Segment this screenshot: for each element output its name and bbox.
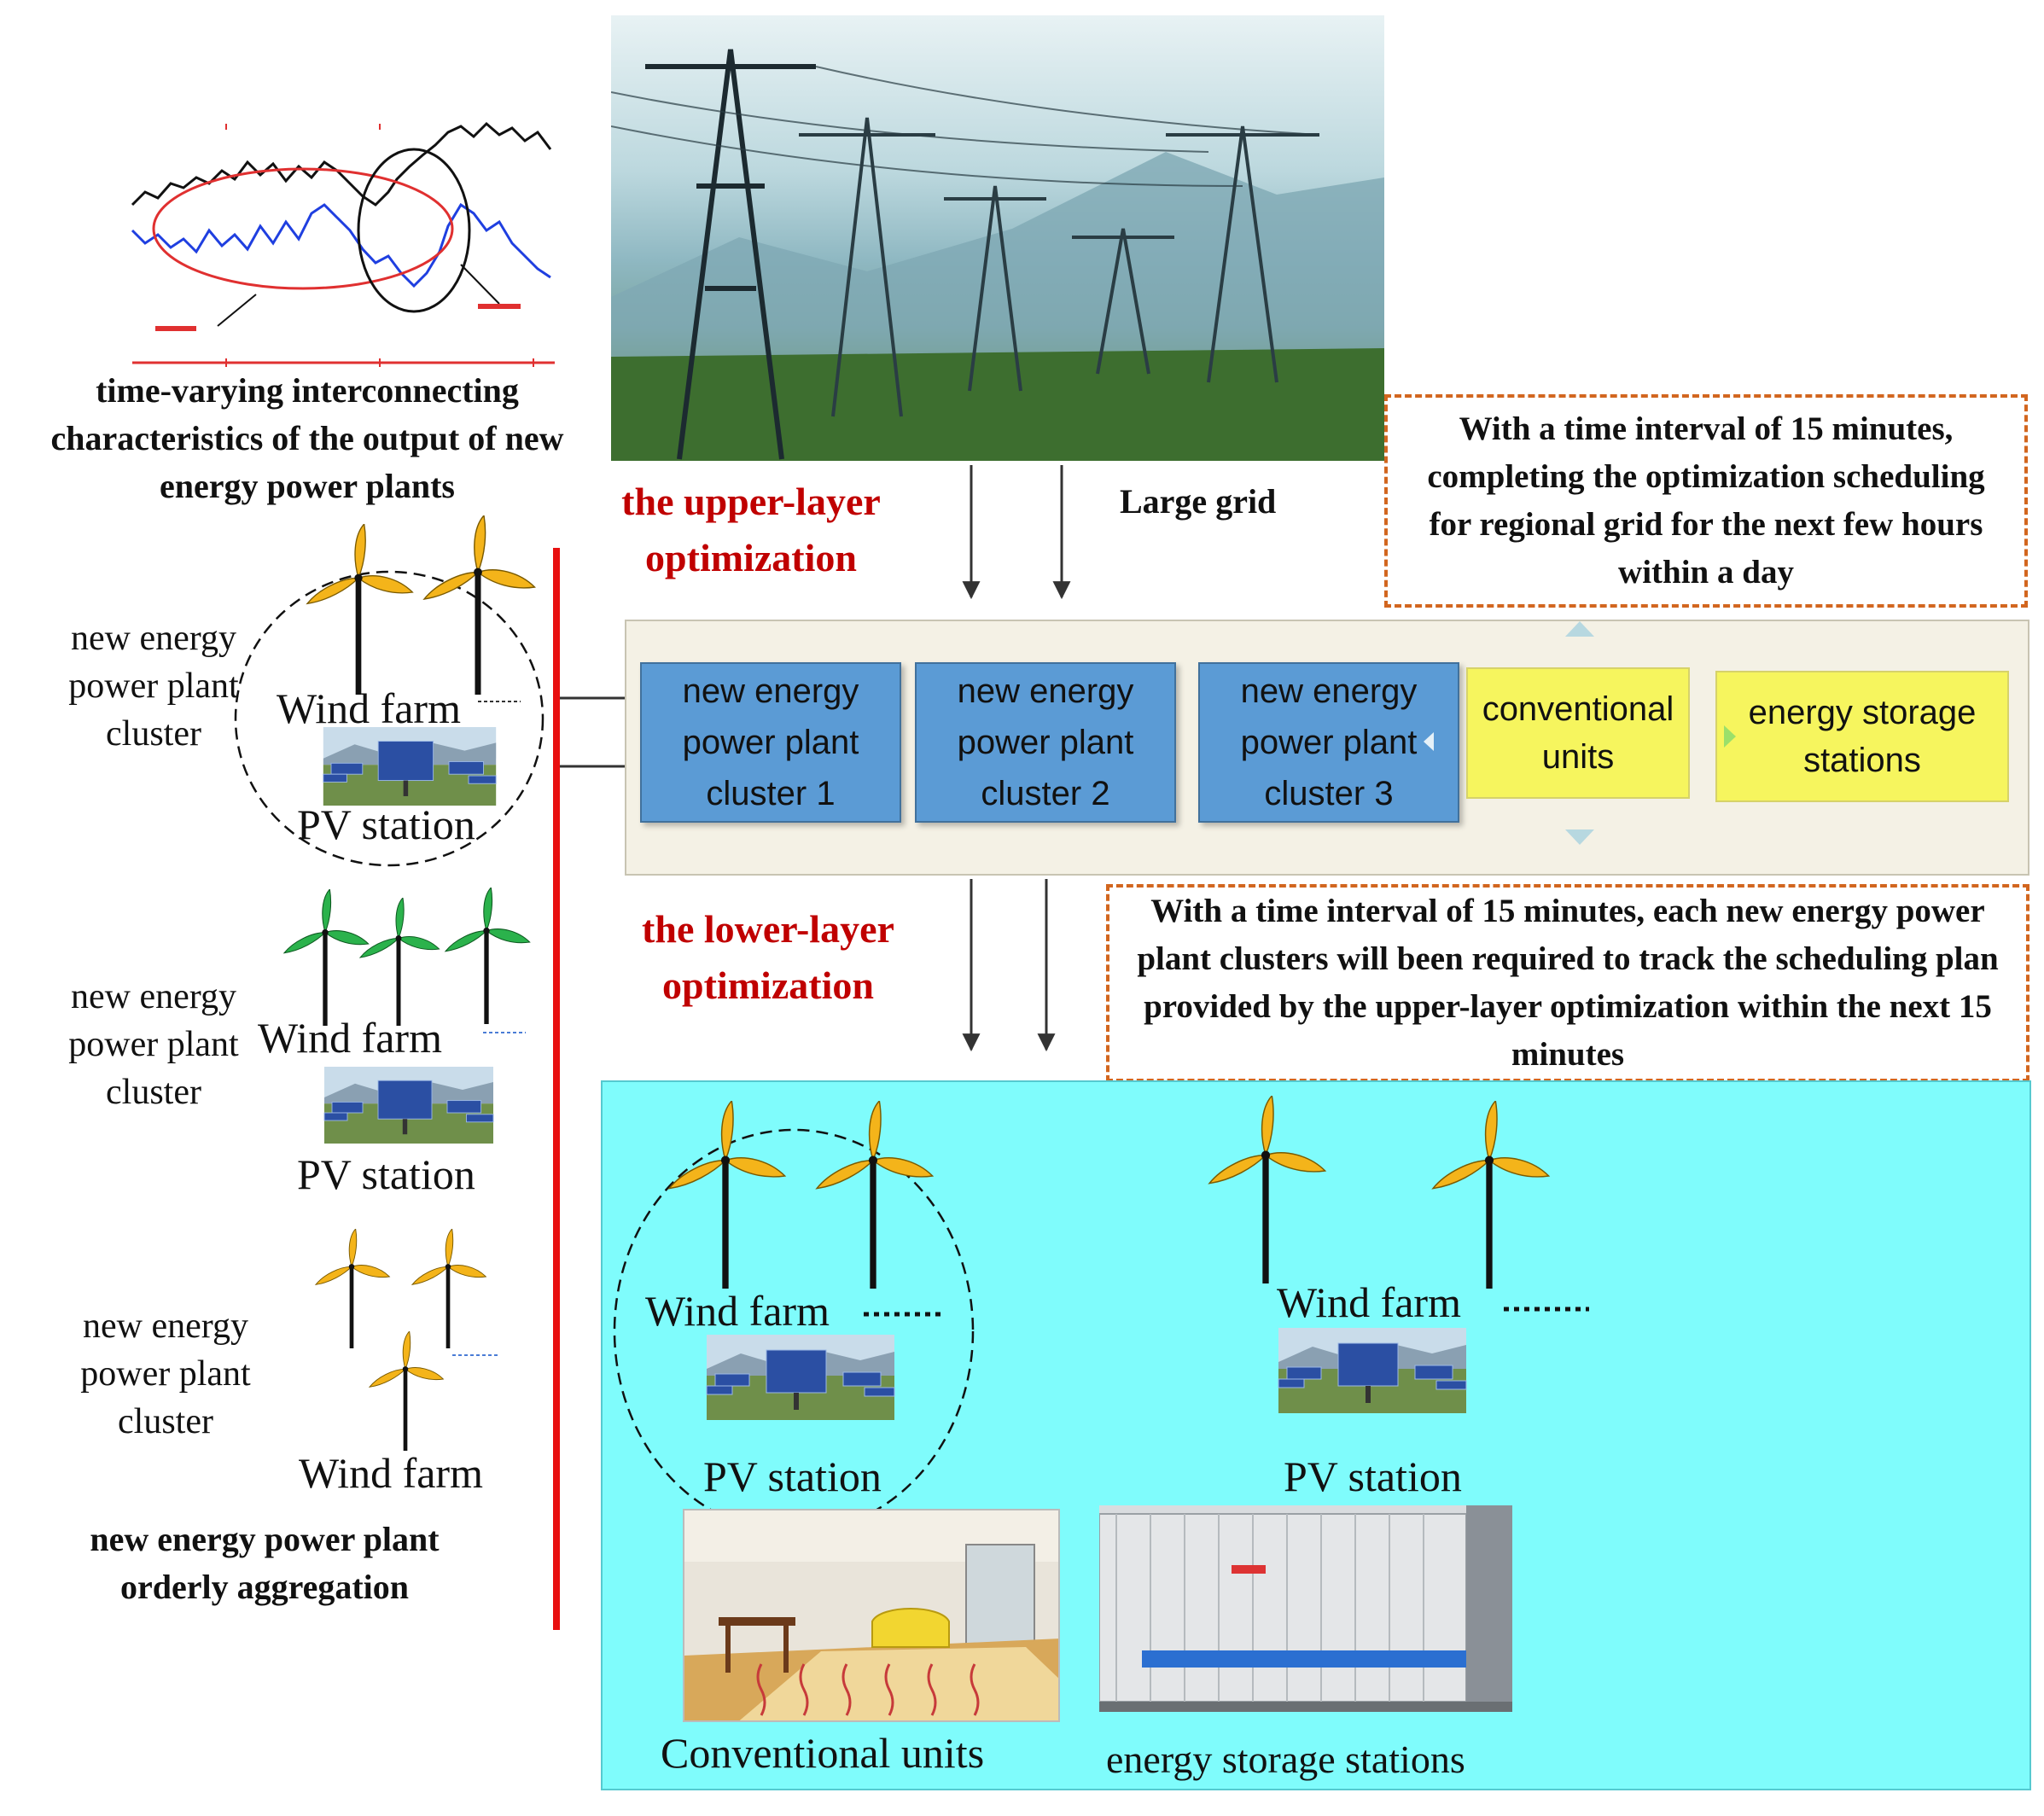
lower-pv-label-1: PV station bbox=[703, 1452, 882, 1500]
wind-turbine-icon bbox=[315, 1229, 390, 1348]
energy-storage-illustration bbox=[1099, 1505, 1512, 1712]
wind-turbine-icon bbox=[369, 1331, 444, 1451]
wind-turbine-icon bbox=[411, 1229, 486, 1348]
pv-panel-icon bbox=[323, 1067, 494, 1144]
lower-wind-label-1: Wind farm bbox=[645, 1287, 830, 1335]
upper-layer-title: the upper-layer optimization bbox=[621, 480, 881, 579]
cluster-box-2: new energy power plant cluster 2 bbox=[915, 662, 1176, 823]
tower-illustration bbox=[611, 49, 1384, 461]
output-characteristics-sketch bbox=[119, 102, 563, 375]
wind-turbine-icon bbox=[423, 515, 536, 695]
cluster-1-wind-label: Wind farm bbox=[277, 684, 461, 732]
large-grid-label: Large grid bbox=[1120, 482, 1277, 521]
conventional-units-box: conventional units bbox=[1466, 667, 1690, 799]
cluster-box-1: new energy power plant cluster 1 bbox=[640, 662, 901, 823]
cluster-1-pv-label: PV station bbox=[297, 800, 475, 848]
cluster-2-pv-label: PV station bbox=[297, 1150, 475, 1198]
transmission-tower-photo bbox=[611, 15, 1384, 461]
cluster-3-wind-label: Wind farm bbox=[299, 1449, 483, 1497]
lower-conventional-label: Conventional units bbox=[661, 1729, 985, 1777]
cluster-label-3: new energy power plant cluster bbox=[80, 1307, 251, 1441]
lower-pv-label-2: PV station bbox=[1284, 1452, 1462, 1500]
wind-turbine-icon bbox=[359, 898, 440, 1026]
wind-turbine-icon bbox=[306, 524, 414, 695]
wind-turbine-icon bbox=[445, 888, 531, 1024]
cluster-label-1: new energy power plant cluster bbox=[68, 619, 239, 754]
upper-layer-note: With a time interval of 15 minutes, comp… bbox=[1384, 394, 2028, 608]
cluster-2-wind-label: Wind farm bbox=[258, 1014, 442, 1062]
cluster-label-2: new energy power plant cluster bbox=[68, 977, 239, 1112]
lower-layer-note: With a time interval of 15 minutes, each… bbox=[1106, 884, 2029, 1082]
pv-panel-icon bbox=[323, 727, 497, 806]
wind-turbine-icon bbox=[283, 889, 370, 1026]
chart-caption: time-varying interconnecting characteris… bbox=[50, 371, 564, 505]
lower-storage-label: energy storage stations bbox=[1106, 1737, 1465, 1781]
conventional-units-illustration bbox=[683, 1509, 1060, 1722]
lower-layer-title: the lower-layer optimization bbox=[642, 907, 894, 1007]
energy-storage-box: energy storage stations bbox=[1715, 671, 2009, 802]
aggregation-label: new energy power plant orderly aggregati… bbox=[90, 1520, 440, 1606]
lower-wind-label-2: Wind farm bbox=[1277, 1278, 1461, 1326]
output-curves bbox=[131, 121, 555, 367]
cluster-box-3: new energy power plant cluster 3 bbox=[1198, 662, 1459, 823]
